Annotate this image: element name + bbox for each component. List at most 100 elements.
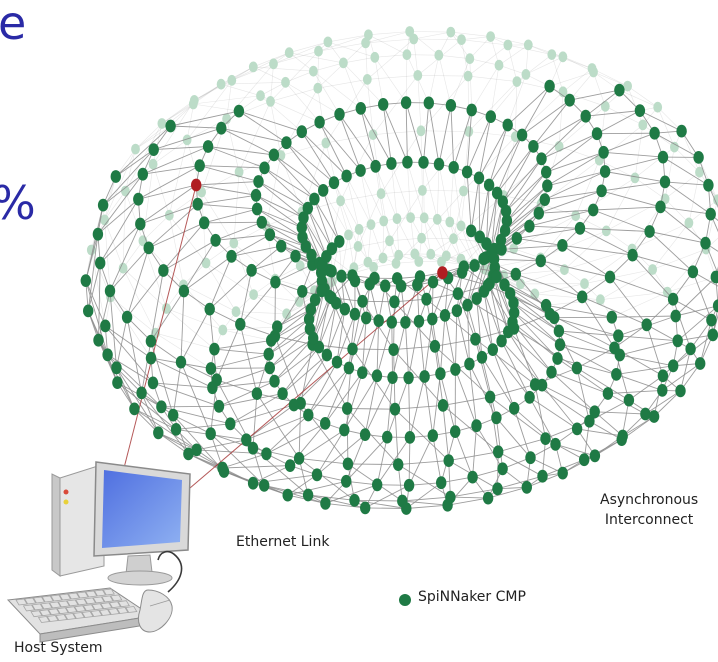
keyboard-key bbox=[37, 616, 51, 623]
keyboard-key bbox=[64, 613, 77, 620]
spinnaker-node bbox=[675, 384, 686, 398]
mesh-link bbox=[466, 116, 492, 173]
mesh-link bbox=[197, 194, 257, 205]
spinnaker-node bbox=[445, 99, 457, 112]
spinnaker-node bbox=[499, 278, 510, 292]
spinnaker-node bbox=[655, 200, 666, 214]
mesh-link-hidden bbox=[631, 222, 690, 250]
spinnaker-node-hidden bbox=[339, 57, 348, 69]
spinnaker-node bbox=[467, 470, 478, 484]
mesh-link-hidden bbox=[374, 57, 384, 105]
spinnaker-node bbox=[145, 334, 157, 348]
mesh-link bbox=[354, 499, 407, 509]
spinnaker-node bbox=[83, 304, 94, 318]
mesh-link-hidden bbox=[421, 190, 464, 239]
mesh-link bbox=[150, 340, 174, 416]
spinnaker-node bbox=[349, 307, 361, 321]
mesh-link bbox=[246, 414, 309, 441]
spinnaker-node bbox=[552, 352, 563, 365]
mesh-link bbox=[142, 146, 209, 175]
spinnaker-node-hidden bbox=[445, 216, 455, 228]
mesh-link bbox=[605, 171, 666, 183]
mesh-link-hidden bbox=[280, 142, 326, 156]
spinnaker-node bbox=[378, 98, 389, 111]
spinnaker-node bbox=[191, 443, 202, 457]
spinnaker-node bbox=[549, 311, 560, 325]
spinnaker-node bbox=[528, 140, 539, 153]
spinnaker-node-hidden bbox=[432, 213, 442, 225]
spinnaker-node-hidden bbox=[231, 306, 241, 318]
mesh-link bbox=[140, 203, 198, 225]
mesh-link bbox=[312, 296, 330, 339]
mesh-link bbox=[209, 308, 241, 325]
mesh-link-hidden bbox=[389, 190, 423, 241]
mesh-link bbox=[85, 280, 109, 355]
spinnaker-node bbox=[644, 225, 655, 238]
keyboard-key bbox=[116, 607, 129, 614]
mesh-link bbox=[505, 171, 547, 212]
spinnaker-node bbox=[496, 334, 507, 348]
mesh-link bbox=[538, 190, 602, 214]
mesh-link-hidden bbox=[463, 136, 516, 192]
mesh-link bbox=[423, 102, 430, 163]
spinnaker-node bbox=[641, 318, 652, 332]
spinnaker-node-hidden bbox=[391, 257, 401, 269]
mesh-link bbox=[454, 310, 458, 370]
mesh-link bbox=[646, 298, 674, 326]
mesh-link-hidden bbox=[152, 164, 170, 216]
keyboard-key bbox=[47, 608, 61, 616]
spinnaker-node bbox=[491, 411, 502, 425]
spinnaker-node bbox=[207, 381, 218, 395]
mesh-link bbox=[397, 464, 451, 498]
mesh-link bbox=[298, 458, 355, 501]
mesh-link bbox=[109, 290, 117, 368]
spinnaker-node bbox=[400, 316, 411, 329]
mesh-link-hidden bbox=[253, 294, 287, 315]
mesh-link bbox=[534, 384, 546, 439]
spinnaker-node bbox=[511, 232, 522, 245]
spinnaker-node bbox=[371, 369, 383, 383]
mesh-link-hidden bbox=[423, 217, 447, 257]
mesh-link bbox=[558, 330, 619, 337]
host-computer bbox=[6, 461, 191, 643]
mesh-link bbox=[318, 296, 330, 348]
mesh-link bbox=[336, 313, 356, 363]
spinnaker-node bbox=[707, 328, 718, 342]
mesh-link bbox=[439, 373, 456, 432]
spinnaker-node bbox=[589, 405, 600, 419]
mesh-link bbox=[419, 276, 459, 295]
mesh-link bbox=[492, 275, 509, 332]
spinnaker-node bbox=[613, 329, 624, 343]
spinnaker-node-hidden bbox=[648, 264, 657, 275]
mesh-link bbox=[506, 171, 547, 222]
spinnaker-node bbox=[634, 104, 646, 117]
mesh-link bbox=[533, 99, 571, 147]
mesh-link bbox=[632, 254, 674, 300]
mesh-link bbox=[628, 375, 664, 401]
spinnaker-node bbox=[525, 451, 536, 465]
mesh-link-hidden bbox=[289, 52, 314, 72]
spinnaker-node bbox=[373, 314, 384, 328]
mesh-link bbox=[645, 390, 681, 415]
mesh-link bbox=[255, 194, 303, 228]
mesh-link-hidden bbox=[313, 70, 361, 109]
spinnaker-node bbox=[204, 302, 215, 316]
spinnaker-node bbox=[209, 342, 220, 356]
mesh-link-hidden bbox=[253, 294, 300, 302]
mesh-link-hidden bbox=[122, 240, 144, 269]
mesh-link-hidden bbox=[520, 269, 565, 285]
mesh-link bbox=[152, 382, 213, 389]
mesh-link bbox=[547, 171, 606, 187]
ethernet-link-line bbox=[123, 184, 197, 469]
spinnaker-node-hidden bbox=[269, 58, 278, 70]
mesh-link bbox=[85, 204, 104, 281]
spinnaker-node-hidden bbox=[402, 49, 412, 61]
spinnaker-node bbox=[508, 321, 520, 335]
mesh-link bbox=[158, 432, 197, 451]
spinnaker-node-hidden bbox=[249, 289, 258, 300]
mesh-link bbox=[97, 198, 139, 235]
spinnaker-node bbox=[217, 461, 228, 475]
keyboard-key bbox=[76, 591, 89, 599]
spinnaker-node-hidden bbox=[182, 134, 192, 146]
mouse-cable bbox=[157, 550, 183, 593]
